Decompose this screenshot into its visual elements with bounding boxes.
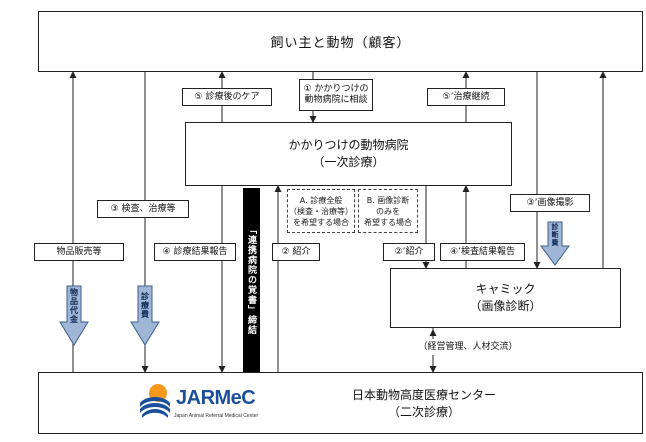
step1-line2: 動物病院に相談: [304, 95, 368, 105]
clinic-label-line1: かかりつけの動物病院: [288, 138, 409, 152]
medical-fee-arrow: [130, 285, 160, 346]
goods-fee-text: 物品代金: [69, 288, 79, 324]
memorandum-bar: 「連携病院の覚書」締結: [243, 188, 260, 372]
medical-fee-text: 診療費: [140, 291, 150, 319]
diagnosis-fee-text-wrap: 診断費: [547, 222, 563, 248]
option-a-line1: A. 診療全般: [299, 195, 343, 205]
jarmec-label: 日本動物高度医療センター （二次診療）: [239, 381, 609, 427]
step1-line1: ① かかりつけの: [303, 84, 369, 94]
goods-fee-arrow: [59, 285, 89, 346]
jarmec-label-line1: 日本動物高度医療センター: [351, 388, 496, 402]
step4-label: ④ 診療結果報告: [154, 243, 236, 261]
option-a-line3: を希望する場合: [293, 217, 349, 227]
step2p-label: ②’紹介: [383, 243, 435, 261]
step1-label: ① かかりつけの 動物病院に相談: [299, 79, 373, 111]
option-b-line2: のみを: [376, 206, 400, 216]
camic-node: キャミック （画像診断）: [390, 268, 621, 328]
option-a-box: A. 診療全般 （検査・治療等） を希望する場合: [287, 189, 355, 233]
goods-fee-text-wrap: 物品代金: [66, 288, 82, 324]
camic-label-line2: （画像診断）: [469, 299, 542, 313]
diagnosis-fee-arrow: [540, 221, 570, 266]
option-b-box: B. 画像診断 のみを 希望する場合: [358, 189, 418, 233]
jarmec-logo: JARMeC Japan Animal Referral Medical Cen…: [136, 379, 296, 427]
jarmec-label-line2: （二次診療）: [387, 405, 460, 419]
step2-label: ② 紹介: [272, 243, 320, 261]
option-b-line1: B. 画像診断: [366, 195, 410, 205]
clinic-label-line2: （一次診療）: [312, 155, 385, 169]
option-b-line3: 希望する場合: [364, 217, 412, 227]
owner-label: 飼い主と動物（顧客）: [270, 36, 411, 51]
logo-mark-icon: [140, 384, 170, 418]
step4p-label: ④’検査結果報告: [440, 243, 525, 261]
owner-node: 飼い主と動物（顧客）: [38, 11, 643, 72]
step5p-label: ⑤’治療継続: [427, 88, 505, 106]
jarmec-node: 日本動物高度医療センター （二次診療） JARMeC Japan Animal …: [38, 372, 643, 434]
step3-label: ③ 検査、治療等: [97, 200, 189, 218]
step3p-label: ③’画像撮影: [510, 194, 590, 212]
management-label: （経営管理、人材交流）: [403, 339, 533, 355]
logo-subtitle: Japan Animal Referral Medical Center: [174, 413, 259, 419]
camic-label-line1: キャミック: [475, 282, 536, 296]
clinic-node: かかりつけの動物病院 （一次診療）: [185, 122, 512, 186]
logo-name: JARMeC: [176, 387, 256, 409]
memorandum-text: 「連携病院の覚書」締結: [246, 225, 256, 335]
medical-fee-text-wrap: 診療費: [137, 288, 153, 322]
goods-sales-label: 物品販売等: [34, 243, 124, 261]
diagnosis-fee-text: 診断費: [551, 223, 559, 247]
option-a-line2: （検査・治療等）: [289, 206, 353, 216]
step5-label: ⑤ 診療後のケア: [182, 88, 272, 106]
